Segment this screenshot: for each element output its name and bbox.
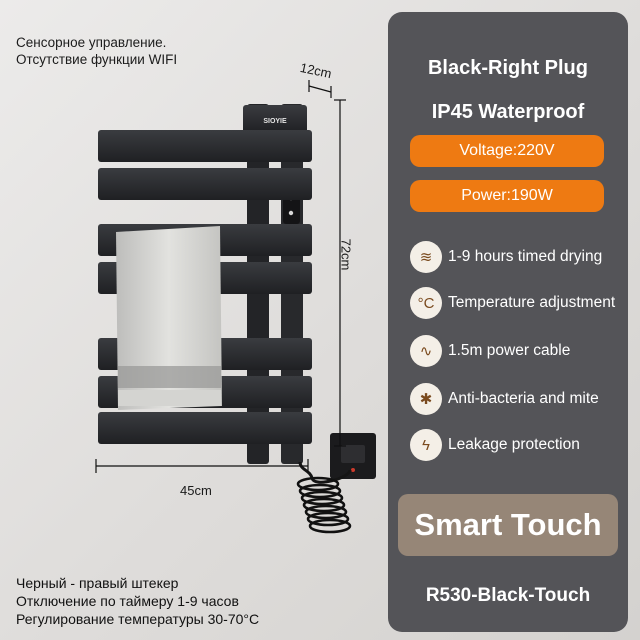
depth-dimension-line: [308, 85, 332, 93]
top-rail: [243, 105, 307, 133]
note-right-plug: Черный - правый штекер: [16, 575, 179, 591]
note-timer: Отключение по таймеру 1-9 часов: [16, 593, 239, 609]
socket-face: [341, 445, 365, 463]
temperature-icon: °C: [410, 287, 442, 319]
coiled-cable: [296, 476, 352, 534]
control-button: [288, 210, 294, 216]
feature-label: Temperature adjustment: [448, 294, 616, 311]
feature-timed-drying: ≋ 1-9 hours timed drying: [410, 241, 630, 275]
voltage-badge: Voltage:220V: [410, 135, 604, 167]
power-badge: Power:190W: [410, 180, 604, 212]
height-label: 72cm: [338, 238, 354, 271]
plug-title: Black-Right Plug: [427, 57, 588, 79]
towel-hem: [118, 390, 221, 406]
spec-panel: Black-Right Plug IP45 Waterproof Voltage…: [388, 12, 628, 632]
socket-indicator: [351, 468, 355, 472]
note-temperature: Регулирование температуры 30-70°C: [16, 611, 260, 627]
rail-2: [98, 168, 312, 200]
feature-temperature: °C Temperature adjustment: [410, 287, 630, 321]
brand-logo: SIOYIE: [263, 118, 287, 125]
notes-top: Сенсорное управление. Отсутствие функции…: [16, 34, 177, 68]
cable-icon: ∿: [410, 335, 442, 367]
width-label: 45cm: [180, 483, 212, 498]
rail-1: [98, 130, 312, 162]
towel: [116, 226, 222, 410]
smart-touch-badge: Smart Touch: [398, 494, 618, 556]
feature-label: 1.5m power cable: [448, 342, 571, 359]
rail-7: [98, 412, 312, 444]
feature-power-cable: ∿ 1.5m power cable: [410, 335, 630, 369]
model-number: R530-Black-Touch: [425, 585, 591, 606]
lightning-icon: ϟ: [410, 429, 442, 461]
waterproof-title: IP45 Waterproof: [431, 101, 585, 123]
feature-anti-bacteria: ✱ Anti-bacteria and mite: [410, 383, 630, 417]
towel-stripe: [118, 366, 221, 388]
feature-label: Leakage protection: [448, 436, 580, 453]
drying-icon: ≋: [410, 241, 442, 273]
feature-leakage: ϟ Leakage protection: [410, 429, 630, 463]
feature-label: Anti-bacteria and mite: [448, 390, 599, 407]
notes-bottom: Черный - правый штекер Отключение по тай…: [16, 574, 259, 628]
note-no-wifi: Отсутствие функции WIFI: [16, 52, 178, 67]
note-touch-control: Сенсорное управление.: [16, 35, 167, 50]
shield-icon: ✱: [410, 383, 442, 415]
feature-label: 1-9 hours timed drying: [448, 248, 603, 265]
